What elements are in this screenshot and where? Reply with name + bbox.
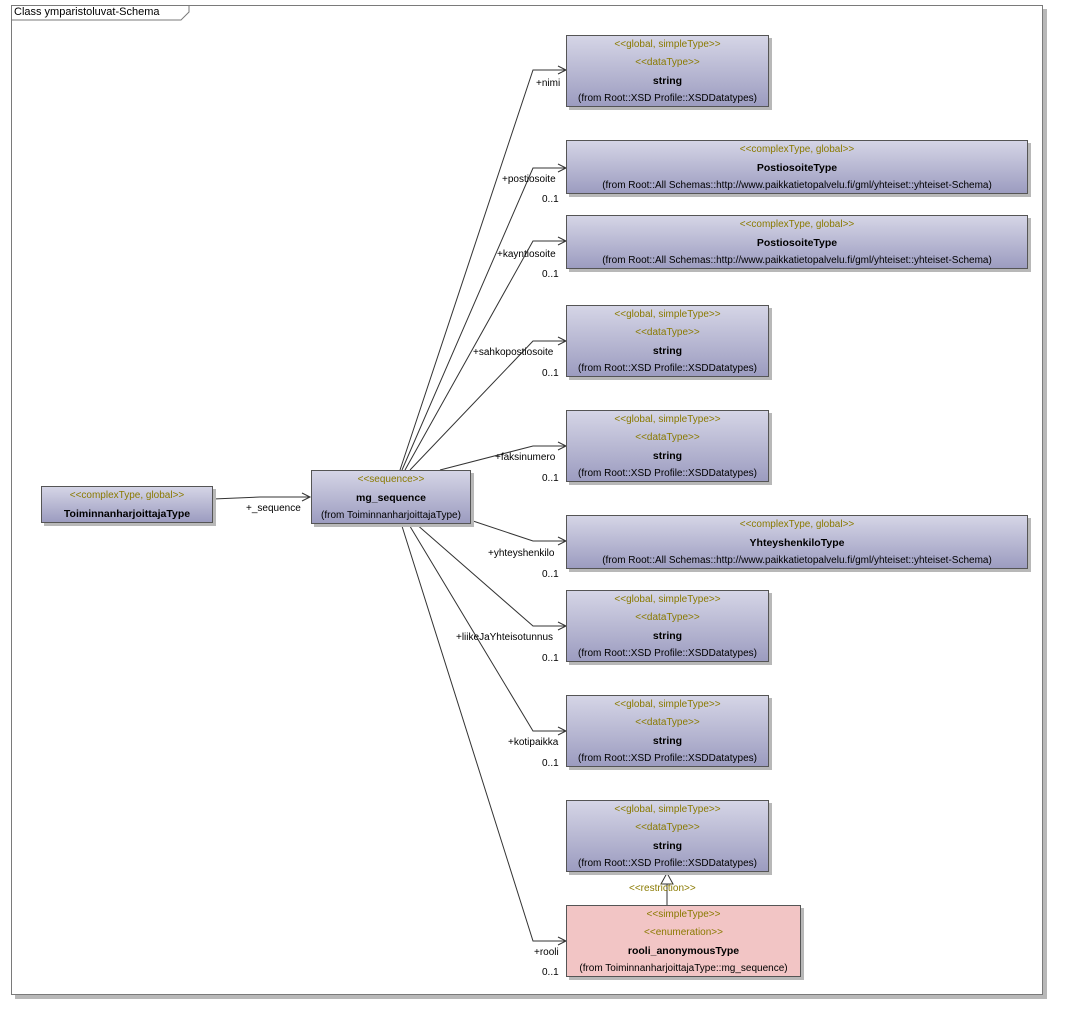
multiplicity-liikejayhteisotunnus: 0..1 — [542, 653, 559, 664]
class-name: YhteyshenkiloType — [749, 537, 845, 549]
class-name: string — [652, 735, 683, 747]
multiplicity-rooli: 0..1 — [542, 967, 559, 978]
role-label-sequence: +_sequence — [246, 503, 301, 514]
edge-liikejayhteisotunnus[interactable] — [414, 522, 566, 627]
multiplicity-faksinumero: 0..1 — [542, 473, 559, 484]
edge-postiosoite[interactable] — [401, 167, 566, 471]
class-name: ToiminnanharjoittajaType — [63, 508, 191, 520]
stereotype-label: <<complexType, global>> — [69, 490, 185, 501]
class-name: PostiosoiteType — [756, 237, 838, 249]
restriction-label: <<restriction>> — [629, 883, 696, 894]
class-string-restriction-base[interactable]: <<global, simpleType>> <<dataType>> stri… — [566, 800, 769, 872]
class-name: string — [652, 345, 683, 357]
edge-yhteyshenkilo[interactable] — [469, 519, 566, 542]
multiplicity-kotipaikka: 0..1 — [542, 758, 559, 769]
class-name: PostiosoiteType — [756, 162, 838, 174]
class-string-kotipaikka[interactable]: <<global, simpleType>> <<dataType>> stri… — [566, 695, 769, 767]
class-toiminnanharjoittajatype[interactable]: <<complexType, global>> Toiminnanharjoit… — [41, 486, 213, 523]
generalization-triangle — [660, 871, 674, 885]
stereotype-label: <<global, simpleType>> — [614, 309, 721, 320]
arrowhead-sequence — [301, 492, 312, 502]
class-string-faksinumero[interactable]: <<global, simpleType>> <<dataType>> stri… — [566, 410, 769, 482]
stereotype-label: <<sequence>> — [357, 474, 425, 485]
stereotype-label: <<complexType, global>> — [739, 144, 855, 155]
from-package: (from Root::All Schemas::http://www.paik… — [602, 255, 992, 266]
stereotype-label: <<dataType>> — [635, 612, 700, 623]
role-label-liikejayhteisotunnus: +liikeJaYhteisotunnus — [456, 632, 554, 643]
stereotype-label: <<global, simpleType>> — [614, 804, 721, 815]
stereotype-label: <<dataType>> — [635, 57, 700, 68]
stereotype-label: <<dataType>> — [635, 432, 700, 443]
stereotype-label: <<global, simpleType>> — [614, 594, 721, 605]
stereotype-label: <<dataType>> — [635, 717, 700, 728]
arrowheads — [557, 65, 568, 946]
from-package: (from ToiminnanharjoittajaType) — [321, 510, 461, 521]
stereotype-label: <<simpleType>> — [646, 909, 721, 920]
multiplicity-yhteyshenkilo: 0..1 — [542, 569, 559, 580]
stereotype-label: <<complexType, global>> — [739, 519, 855, 530]
edge-kotipaikka[interactable] — [407, 522, 566, 732]
role-label-faksinumero: +faksinumero — [495, 452, 556, 463]
multiplicity-sahkopostiosoite: 0..1 — [542, 368, 559, 379]
class-string-sahkopostiosoite[interactable]: <<global, simpleType>> <<dataType>> stri… — [566, 305, 769, 377]
multiplicity-postiosoite: 0..1 — [542, 194, 559, 205]
class-name: string — [652, 630, 683, 642]
role-label-kotipaikka: +kotipaikka — [508, 737, 559, 748]
role-label-kayntiosoite: +kayntiosoite — [497, 249, 556, 260]
from-package: (from ToiminnanharjoittajaType::mg_seque… — [579, 963, 788, 974]
from-package: (from Root::All Schemas::http://www.paik… — [602, 180, 992, 191]
from-package: (from Root::All Schemas::http://www.paik… — [602, 555, 992, 566]
role-label-postiosoite: +postiosoite — [502, 174, 556, 185]
edge-nimi[interactable] — [399, 69, 566, 471]
role-label-yhteyshenkilo: +yhteyshenkilo — [488, 548, 555, 559]
edge-faksinumero[interactable] — [439, 445, 566, 471]
role-label-nimi: +nimi — [536, 78, 561, 89]
class-yhteyshenkilotype[interactable]: <<complexType, global>> YhteyshenkiloTyp… — [566, 515, 1028, 569]
from-package: (from Root::XSD Profile::XSDDatatypes) — [578, 93, 757, 104]
from-package: (from Root::XSD Profile::XSDDatatypes) — [578, 753, 757, 764]
class-name: string — [652, 840, 683, 852]
frame-title: Class ymparistoluvat-Schema — [14, 6, 160, 18]
class-mg-sequence[interactable]: <<sequence>> mg_sequence (from Toiminnan… — [311, 470, 471, 524]
role-label-rooli: +rooli — [534, 947, 559, 958]
stereotype-label: <<global, simpleType>> — [614, 699, 721, 710]
class-name: mg_sequence — [355, 492, 427, 504]
class-string-nimi[interactable]: <<global, simpleType>> <<dataType>> stri… — [566, 35, 769, 107]
class-name: string — [652, 450, 683, 462]
edge-kayntiosoite[interactable] — [404, 240, 566, 471]
role-label-sahkopostiosoite: +sahkopostiosoite — [473, 347, 554, 358]
edge-source-sequence[interactable] — [212, 496, 310, 500]
class-name: string — [652, 75, 683, 87]
edge-rooli[interactable] — [400, 522, 566, 942]
stereotype-label: <<dataType>> — [635, 822, 700, 833]
from-package: (from Root::XSD Profile::XSDDatatypes) — [578, 648, 757, 659]
class-name: rooli_anonymousType — [627, 945, 740, 957]
multiplicity-kayntiosoite: 0..1 — [542, 269, 559, 280]
frame-tab-shape — [11, 5, 190, 21]
stereotype-label: <<global, simpleType>> — [614, 414, 721, 425]
edge-sahkopostiosoite[interactable] — [409, 340, 566, 471]
class-postiosoitetype-kayntiosoite[interactable]: <<complexType, global>> PostiosoiteType … — [566, 215, 1028, 269]
stereotype-label: <<enumeration>> — [644, 927, 723, 938]
from-package: (from Root::XSD Profile::XSDDatatypes) — [578, 858, 757, 869]
from-package: (from Root::XSD Profile::XSDDatatypes) — [578, 468, 757, 479]
from-package: (from Root::XSD Profile::XSDDatatypes) — [578, 363, 757, 374]
stereotype-label: <<dataType>> — [635, 327, 700, 338]
stereotype-label: <<global, simpleType>> — [614, 39, 721, 50]
stereotype-label: <<complexType, global>> — [739, 219, 855, 230]
class-postiosoitetype-postiosoite[interactable]: <<complexType, global>> PostiosoiteType … — [566, 140, 1028, 194]
class-string-liikejayhteisotunnus[interactable]: <<global, simpleType>> <<dataType>> stri… — [566, 590, 769, 662]
class-rooli-anonymoustype[interactable]: <<simpleType>> <<enumeration>> rooli_ano… — [566, 905, 801, 977]
